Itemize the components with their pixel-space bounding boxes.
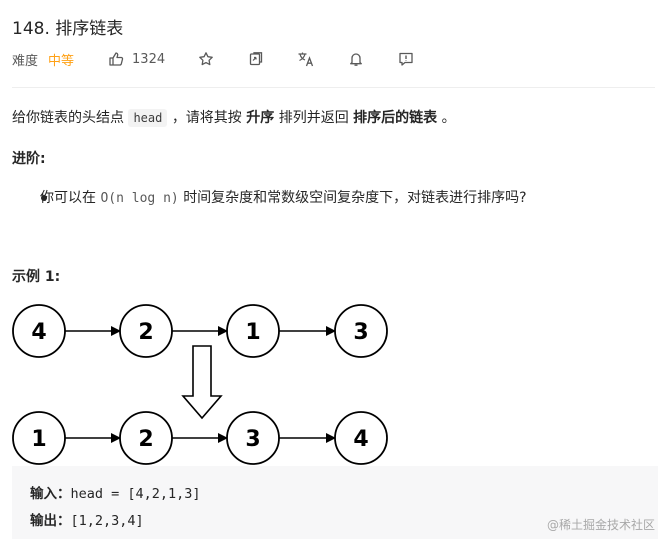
problem-meta-bar: 难度 中等 1324 — [12, 48, 445, 70]
example-heading: 示例 1: — [12, 269, 61, 285]
advanced-bullet: 你可以在 O(n log n) 时间复杂度和常数级空间复杂度下，对链表进行排序吗… — [40, 186, 527, 211]
problem-description: 给你链表的头结点 head ，请将其按 升序 排列并返回 排序后的链表 。 — [12, 106, 456, 130]
like-button[interactable]: 1324 — [108, 51, 165, 67]
desc-bold: 排序后的链表 — [353, 110, 438, 126]
translate-button[interactable] — [295, 48, 317, 70]
node-value: 3 — [245, 427, 260, 452]
star-icon — [199, 52, 213, 66]
watermark: @稀土掘金技术社区 — [546, 518, 655, 532]
complexity-code: O(n log n) — [100, 191, 179, 206]
node-value: 3 — [353, 320, 368, 345]
inline-code-head: head — [128, 109, 168, 127]
difficulty-badge: 中等 — [48, 53, 75, 69]
bullet-text: 你可以在 — [40, 190, 96, 206]
desc-text: ，请将其按 — [171, 110, 242, 126]
bullet-text: 时间复杂度和常数级空间复杂度下，对链表进行排序吗? — [183, 190, 527, 206]
desc-bold: 升序 — [246, 110, 275, 126]
thumbs-up-icon — [109, 52, 124, 66]
feedback-button[interactable] — [395, 48, 417, 70]
list-node — [334, 411, 388, 465]
node-value: 4 — [31, 320, 46, 345]
favorite-button[interactable] — [195, 48, 217, 70]
example-io-block: 输入：head = [4,2,1,3] 输出：[1,2,3,4] — [12, 466, 658, 539]
node-value: 2 — [138, 427, 153, 452]
sort-down-arrow — [181, 345, 223, 420]
output-line: 输出：[1,2,3,4] — [30, 509, 144, 529]
desc-text: 。 — [441, 110, 456, 126]
node-value: 1 — [31, 427, 46, 452]
node-value: 2 — [138, 320, 153, 345]
bullet-dot — [41, 195, 47, 201]
input-value: head = [4,2,1,3] — [70, 486, 201, 502]
share-button[interactable] — [245, 48, 267, 70]
desc-text: 排列并返回 — [278, 110, 349, 126]
linked-list-diagram: 4 2 1 3 1 2 3 4 — [12, 304, 388, 465]
translate-icon — [298, 52, 314, 67]
like-count: 1324 — [132, 51, 166, 67]
problem-title: 148. 排序链表 — [12, 19, 124, 39]
input-label: 输入： — [30, 486, 71, 502]
node-value: 1 — [245, 320, 260, 345]
difficulty-label: 难度 — [12, 53, 39, 69]
list-after: 1 2 3 4 — [12, 411, 388, 465]
output-value: [1,2,3,4] — [70, 513, 144, 529]
notify-button[interactable] — [345, 48, 367, 70]
desc-text: 给你链表的头结点 — [12, 110, 124, 126]
share-icon — [249, 52, 263, 66]
advanced-heading: 进阶: — [12, 151, 46, 167]
header-divider — [12, 87, 655, 88]
list-node — [334, 304, 388, 358]
output-label: 输出： — [30, 513, 71, 529]
feedback-icon — [399, 52, 413, 66]
node-value: 4 — [353, 427, 368, 452]
input-line: 输入：head = [4,2,1,3] — [30, 482, 201, 502]
list-before: 4 2 1 3 — [12, 304, 388, 358]
bell-icon — [350, 53, 363, 66]
